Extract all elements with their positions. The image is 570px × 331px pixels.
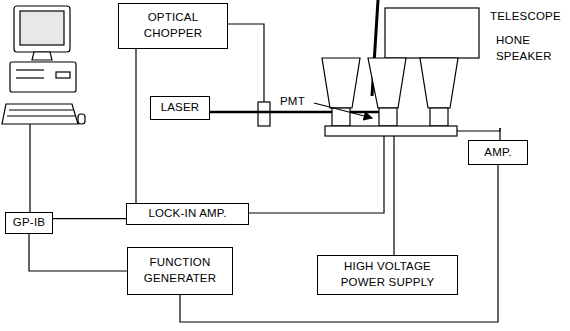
- part-label: HONE SPEAKER: [496, 33, 562, 64]
- laser-beam: [210, 111, 380, 113]
- chopper-drive-line: [228, 24, 264, 102]
- box-label: FUNCTION GENERATER: [132, 255, 228, 286]
- box-label: LASER: [161, 100, 200, 116]
- box-label: GP-IB: [13, 215, 45, 231]
- wire: [135, 49, 136, 203]
- box-label: AMP.: [484, 145, 511, 161]
- telescope-body: [385, 8, 479, 58]
- box-label: LOCK-IN AMP.: [148, 206, 226, 222]
- box-label: OPTICAL CHOPPER: [133, 10, 213, 41]
- instrument-box: LOCK-IN AMP.: [126, 203, 249, 225]
- signal-wire: [249, 136, 384, 213]
- computer-icon: [2, 6, 85, 124]
- instrument-box: FUNCTION GENERATER: [127, 247, 233, 295]
- interface-box: GP-IB: [5, 212, 53, 234]
- amplifier-box: AMP.: [468, 140, 528, 165]
- process-box: OPTICAL CHOPPER: [118, 3, 228, 49]
- chopper-blade: [258, 102, 270, 126]
- power-box: HIGH VOLTAGE POWER SUPPLY: [317, 255, 458, 295]
- wire: [53, 218, 126, 219]
- wire: [180, 165, 498, 322]
- box-label: HIGH VOLTAGE POWER SUPPLY: [328, 259, 448, 290]
- device-box: LASER: [150, 96, 210, 120]
- part-label: TELESCOPE: [490, 9, 561, 25]
- hv-wire: [393, 136, 394, 255]
- speaker-wire: [457, 128, 500, 131]
- wire: [29, 234, 127, 271]
- part-label: PMT: [280, 94, 305, 110]
- gpib-cable: [29, 124, 30, 213]
- pmt-leader: [314, 103, 372, 118]
- horn-speakers: [322, 58, 458, 136]
